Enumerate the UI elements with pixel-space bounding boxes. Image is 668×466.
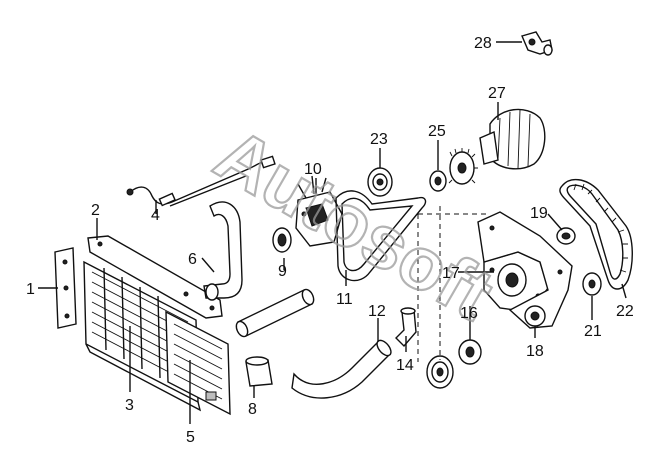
callout-18: 18 [526,343,544,360]
callout-23: 23 [370,131,388,148]
part-2-bracket [87,235,223,319]
callout-2: 2 [91,202,100,219]
part-25-spacer [429,170,447,192]
part-1-seal-plate [54,247,77,329]
callout-14: 14 [396,357,414,374]
part-28-sensor [521,31,553,56]
part-22-timing-belt [559,179,633,290]
callout-9: 9 [278,263,287,280]
callout-8: 8 [248,401,257,418]
callout-12: 12 [368,303,386,320]
part-9-gasket [272,227,292,253]
callout-3: 3 [125,397,134,414]
part-11-belt [335,190,427,282]
straight-hose [235,288,315,338]
callout-19: 19 [530,205,548,222]
part-16-seal [458,339,482,365]
callout-17: 17 [442,265,460,282]
part-14-elbow-hose [395,307,417,348]
part-21-idler-pulley [582,272,602,296]
part-6-upper-hose [203,201,243,301]
callout-25: 25 [428,123,446,140]
part-5-radiator-frame [165,310,231,416]
lower-pulley [426,355,454,389]
callout-21: 21 [584,323,602,340]
part-19-tensioner [556,227,576,245]
watermark-text: Autosoft [202,112,507,336]
watermark: Autosoft [201,111,508,337]
part-17-water-pump [483,251,549,313]
part-8-short-hose [245,356,273,387]
part-12-lower-hose [291,339,392,399]
part-10-thermostat-housing [295,175,343,247]
part-23-pulley [367,167,393,197]
part-27-alternator [448,108,546,185]
callout-numbers: 1 2 3 4 5 6 8 9 10 11 12 14 16 17 18 19 … [26,35,634,446]
callout-27: 27 [488,85,506,102]
part-18-timing-cover [477,211,573,329]
leader-lines [38,41,627,424]
callout-6: 6 [188,251,197,268]
callout-1: 1 [26,281,35,298]
callout-10: 10 [304,161,322,178]
part-4-sensor-wire [126,155,276,207]
assembly-lines [417,206,486,362]
callout-4: 4 [151,207,160,224]
callout-28: 28 [474,35,492,52]
callout-5: 5 [186,429,195,446]
callout-16: 16 [460,305,478,322]
callout-22: 22 [616,303,634,320]
callout-11: 11 [336,291,353,308]
